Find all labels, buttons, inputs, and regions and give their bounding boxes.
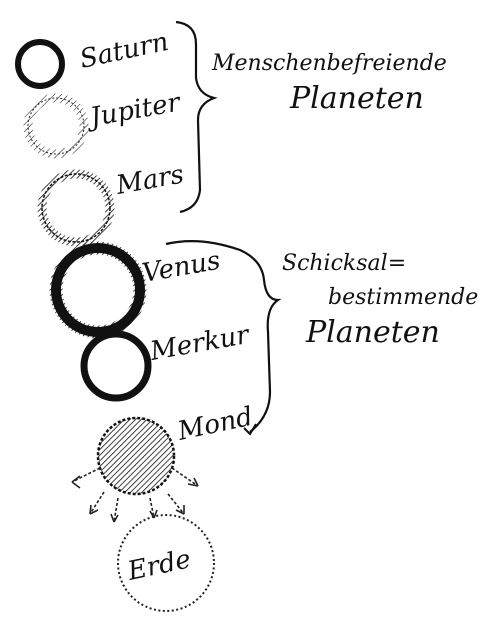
jupiter-label: Jupiter [83,87,184,133]
venus-label: Venus [140,246,223,289]
saturn-circle [18,42,62,86]
erde-label: Erde [124,544,193,587]
upper-group-line1: Menschenbefreiende [211,51,447,76]
mond-label: Mond [174,402,255,447]
mars-label: Mars [113,160,186,202]
merkur-label: Merkur [147,320,253,367]
upper-group-line2: Planeten [289,81,424,116]
lower-group-line3: Planeten [305,315,440,350]
saturn-label: Saturn [77,27,171,75]
lower-group-line2: bestimmende [328,285,478,310]
venus-circle-hatch [56,248,140,332]
mond-circle [98,418,174,494]
merkur-circle [84,334,148,398]
lower-group-line1: Schicksal= [282,251,406,276]
jupiter-circle-outline [28,98,84,154]
